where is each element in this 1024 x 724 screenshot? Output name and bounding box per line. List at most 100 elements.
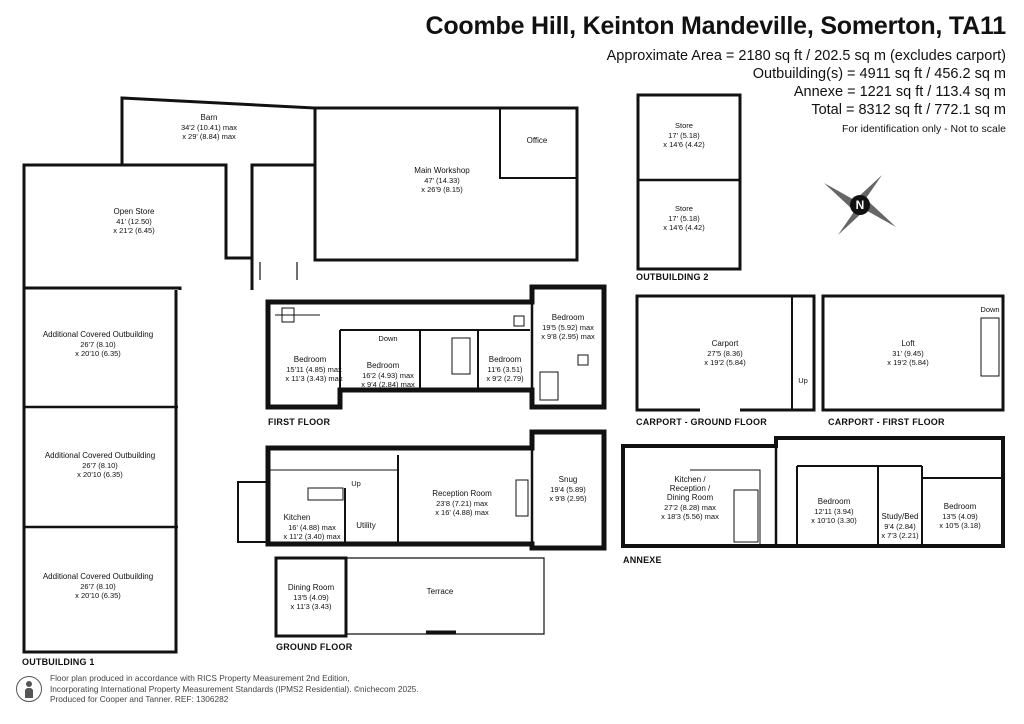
barn-dim-1: 34'2 (10.41) max (181, 123, 237, 132)
carport-up-label: Up (798, 376, 808, 385)
barn-name: Barn (201, 113, 218, 122)
annexe-label: ANNEXE (623, 555, 662, 565)
workshop-dim-1: 47' (14.33) (424, 176, 460, 185)
identification-note: For identification only - Not to scale (842, 123, 1006, 135)
outbuilding-area: Outbuilding(s) = 4911 sq ft / 456.2 sq m (752, 66, 1006, 82)
ff-bed2-name: Bedroom (367, 361, 400, 370)
carport-ground-plan (635, 294, 816, 412)
carport-first-label: CARPORT - FIRST FLOOR (828, 417, 945, 427)
ff-bed4-name: Bedroom (552, 313, 585, 322)
reception-name: Reception Room (432, 489, 492, 498)
ff-bed4-dim-2: x 9'8 (2.95) max (541, 332, 595, 341)
aco2-dim-1: 26'7 (8.10) (82, 461, 118, 470)
annexe-study-name: Study/Bed (882, 512, 919, 521)
footer-notes: Floor plan produced in accordance with R… (50, 673, 419, 705)
loft-name: Loft (901, 339, 915, 348)
store2-dim-2: x 14'6 (4.42) (663, 223, 705, 232)
footer-line-2: Incorporating International Property Mea… (50, 683, 419, 694)
office-name: Office (527, 136, 548, 145)
snug-name: Snug (559, 475, 578, 484)
carport-ground-label: CARPORT - GROUND FLOOR (636, 417, 767, 427)
ff-bed2-dim-1: 16'2 (4.93) max (362, 371, 414, 380)
terrace-name: Terrace (427, 587, 454, 596)
ground-floor-label: GROUND FLOOR (276, 642, 353, 652)
workshop-name: Main Workshop (414, 166, 470, 175)
kitchen-dim-1: 16' (4.88) max (288, 523, 336, 532)
kitchen-dim-2: x 11'2 (3.40) max (283, 532, 340, 541)
store1-dim-2: x 14'6 (4.42) (663, 140, 705, 149)
aco2-dim-2: x 20'10 (6.35) (77, 470, 123, 479)
kitchen-name: Kitchen (284, 513, 311, 522)
annexe-kitchen-dim-2: x 18'3 (5.56) max (661, 512, 719, 521)
workshop-dim-2: x 26'9 (8.15) (421, 185, 463, 194)
reception-dim-2: x 16' (4.88) max (435, 508, 489, 517)
gf-up-label: Up (351, 479, 361, 488)
ff-bed1-dim-1: 15'11 (4.85) max (286, 365, 342, 374)
aco2-name: Additional Covered Outbuilding (45, 451, 155, 460)
open-store-name: Open Store (114, 207, 155, 216)
snug-dim-1: 19'4 (5.89) (550, 485, 586, 494)
outbuilding-2-label: OUTBUILDING 2 (636, 272, 709, 282)
compass-icon: N (824, 175, 896, 235)
aco3-name: Additional Covered Outbuilding (43, 572, 153, 581)
annexe-bed1-dim-2: x 10'10 (3.30) (811, 516, 857, 525)
annexe-bed2-dim-2: x 10'5 (3.18) (939, 521, 981, 530)
dining-dim-2: x 11'3 (3.43) (291, 602, 332, 611)
annexe-bed2-name: Bedroom (944, 502, 977, 511)
loft-dim-2: x 19'2 (5.84) (887, 358, 929, 367)
ground-floor-plan (237, 429, 607, 638)
open-store-dim-1: 41' (12.50) (116, 217, 152, 226)
annexe-kitchen-name-3: Dining Room (667, 493, 714, 502)
approximate-area: Approximate Area = 2180 sq ft / 202.5 sq… (606, 48, 1006, 64)
aco1-dim-2: x 20'10 (6.35) (75, 349, 121, 358)
annexe-kitchen-name-1: Kitchen / (674, 475, 706, 484)
footer-line-1: Floor plan produced in accordance with R… (50, 673, 350, 683)
ff-bed2-dim-2: x 9'4 (2.84) max (361, 380, 415, 389)
accessibility-person-icon (16, 676, 42, 702)
ff-bed1-name: Bedroom (294, 355, 327, 364)
total-area: Total = 8312 sq ft / 772.1 sq m (811, 102, 1006, 118)
annexe-area: Annexe = 1221 sq ft / 113.4 sq m (793, 84, 1006, 100)
snug-dim-2: x 9'8 (2.95) (549, 494, 587, 503)
reception-dim-1: 23'8 (7.21) max (436, 499, 488, 508)
store2-name: Store (675, 204, 693, 213)
compass-letter: N (856, 198, 865, 212)
carport-name: Carport (712, 339, 739, 348)
first-floor-plan (265, 284, 607, 410)
store1-name: Store (675, 121, 693, 130)
annexe-bed2-dim-1: 13'5 (4.09) (942, 512, 978, 521)
ff-bed3-dim-1: 11'6 (3.51) (487, 365, 523, 374)
ff-bed4-dim-1: 19'5 (5.92) max (542, 323, 594, 332)
store1-dim-1: 17' (5.18) (668, 131, 700, 140)
ff-bed1-dim-2: x 11'3 (3.43) max (285, 374, 342, 383)
annexe-study-dim-1: 9'4 (2.84) (884, 522, 916, 531)
footer-line-3: Produced for Cooper and Tanner. REF: 130… (50, 694, 229, 705)
outbuilding-1 (22, 96, 579, 654)
dining-dim-1: 13'5 (4.09) (293, 593, 329, 602)
annexe-kitchen-name-2: Reception / (670, 484, 711, 493)
carport-dim-2: x 19'2 (5.84) (704, 358, 746, 367)
annexe-study-dim-2: x 7'3 (2.21) (881, 531, 919, 540)
dining-name: Dining Room (288, 583, 335, 592)
utility-name: Utility (356, 521, 376, 530)
carport-first-plan (821, 294, 1005, 412)
open-store-dim-2: x 21'2 (6.45) (113, 226, 155, 235)
aco3-dim-1: 26'7 (8.10) (80, 582, 116, 591)
aco3-dim-2: x 20'10 (6.35) (75, 591, 121, 600)
ff-bed3-dim-2: x 9'2 (2.79) (486, 374, 524, 383)
loft-down-label: Down (980, 305, 999, 314)
ff-down-label: Down (378, 334, 397, 343)
annexe-bed1-dim-1: 12'11 (3.94) (814, 507, 854, 516)
store2-dim-1: 17' (5.18) (668, 214, 700, 223)
barn-dim-2: x 29' (8.84) max (182, 132, 236, 141)
annexe-bed1-name: Bedroom (818, 497, 851, 506)
outbuilding-1-label: OUTBUILDING 1 (22, 657, 95, 667)
aco1-name: Additional Covered Outbuilding (43, 330, 153, 339)
aco1-dim-1: 26'7 (8.10) (80, 340, 116, 349)
annexe-kitchen-dim-1: 27'2 (8.28) max (664, 503, 716, 512)
outbuilding-2 (636, 93, 742, 271)
first-floor-label: FIRST FLOOR (268, 417, 331, 427)
loft-dim-1: 31' (9.45) (892, 349, 924, 358)
annexe-plan (621, 436, 1005, 548)
